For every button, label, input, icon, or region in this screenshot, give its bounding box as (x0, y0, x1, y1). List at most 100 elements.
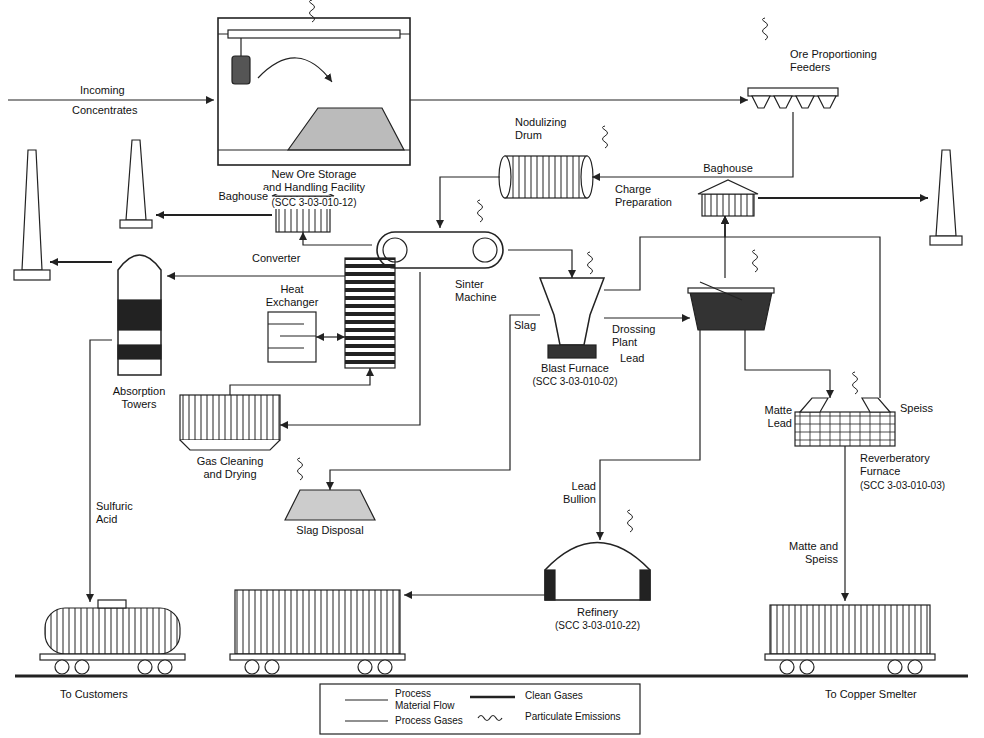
process-unit: Baghouse (272, 182, 334, 232)
process-unit: Ore Proportioning Feeders (748, 88, 838, 112)
annotation: To Customers (60, 688, 180, 701)
dross-kettle (688, 288, 774, 293)
unit-label: Refinery (545, 606, 650, 619)
particulate-emission (298, 458, 303, 480)
nodulizing-drum (581, 156, 593, 198)
flow-line (725, 216, 880, 398)
flow-arrow (404, 594, 545, 595)
dross-kettle (700, 282, 742, 300)
storage-building (232, 56, 250, 84)
particulate-emission (628, 510, 633, 532)
proportioning-feeders (748, 88, 838, 96)
flow-line (330, 315, 540, 490)
particulate-emission (763, 18, 768, 40)
process-unit: Refinery(SCC 3-03-010-22) (545, 540, 650, 600)
process-unit: Blast Furnace(SCC 3-03-010-02) (540, 278, 604, 358)
baghouse (702, 194, 754, 216)
sinter-machine (377, 232, 503, 268)
dross-kettle (690, 292, 772, 330)
particulate-emission (478, 200, 483, 222)
absorption-tower (118, 255, 161, 375)
unit-label: (SCC 3-03-010-02) (525, 376, 625, 388)
storage-building (218, 18, 410, 165)
heat-exchanger (268, 347, 304, 348)
nodulizing-drum (499, 156, 593, 198)
flow-label: Lead (620, 352, 660, 365)
rail-cars (888, 660, 902, 674)
unit-label: Converter (252, 252, 322, 265)
storage-building (228, 30, 400, 38)
dross-kettle (688, 282, 774, 330)
proportioning-feeders (752, 96, 770, 108)
flow-line (604, 216, 725, 290)
unit-label: Drossing Plant (612, 323, 672, 349)
unit-label: Baghouse (216, 190, 268, 203)
unit-label: Blast Furnace (525, 362, 625, 375)
legend-entry: Process Gases (395, 715, 465, 727)
unit-label: Heat Exchanger (262, 283, 322, 309)
heat-exchanger (268, 323, 304, 324)
proportioning-feeders (818, 96, 836, 108)
clean-gas-arrow (50, 261, 112, 263)
process-unit: Drossing Plant (690, 278, 772, 330)
storage-building (218, 149, 410, 150)
refinery-kettle (545, 543, 650, 601)
absorption-tower (118, 255, 161, 375)
flow-line (440, 177, 500, 228)
storage-building (288, 108, 404, 150)
particulate-emission (310, 0, 315, 22)
flow-line (167, 275, 345, 276)
rail-cars (800, 660, 814, 674)
legend-sample (478, 716, 502, 721)
process-unit: Nodulizing Drum (500, 152, 592, 202)
particulate-emission (298, 0, 858, 532)
blast-furnace (540, 278, 604, 345)
unit-label: Ore Proportioning Feeders (790, 48, 890, 74)
unit-label: (SCC 3-03-010-12) (262, 197, 366, 209)
unit-label: (SCC 3-03-010-22) (545, 620, 650, 632)
clean-gas-arrow (156, 214, 272, 216)
unit-label: (SCC 3-03-010-03) (860, 480, 960, 492)
unit-label: Sinter Machine (455, 278, 507, 304)
rail-cars (230, 654, 405, 660)
converter-tower (345, 258, 395, 368)
flow-arrow (8, 99, 214, 100)
unit-label: Slag Disposal (290, 524, 370, 537)
slag-pile (285, 490, 375, 520)
legend-sample (345, 699, 388, 700)
rail-cars (15, 675, 968, 678)
legend-entry: Particulate Emissions (525, 711, 625, 723)
rail-cars (358, 660, 372, 674)
flow-line (303, 232, 372, 245)
reverberatory-furnace (795, 398, 895, 446)
reverberatory-furnace (800, 398, 828, 412)
rail-cars (45, 608, 180, 654)
slag-pile (285, 490, 375, 520)
stack (936, 150, 956, 236)
legend-entry: Process Material Flow (395, 688, 465, 712)
annotation: To Copper Smelter (825, 688, 955, 701)
reverberatory-furnace (862, 398, 890, 412)
sinter-machine (377, 232, 503, 268)
heat-exchanger (268, 312, 316, 362)
flow-label: Slag (514, 319, 544, 332)
annotation: Matte and Speiss (760, 540, 838, 566)
unit-label: New Ore Storage and Handling Facility (262, 168, 366, 194)
legend-box (320, 684, 640, 734)
unit-label: Reverberatory Furnace (860, 452, 940, 478)
legend-box (320, 684, 640, 734)
rail-cars (770, 605, 930, 654)
stack (126, 140, 146, 220)
blast-furnace (548, 345, 596, 358)
flow-arrow (90, 340, 112, 602)
refinery-kettle (545, 543, 650, 601)
absorption-tower (118, 345, 161, 359)
flow-line (230, 368, 370, 395)
annotation: Sulfuric Acid (96, 500, 156, 526)
unit-label: Gas Cleaning and Drying (190, 455, 270, 481)
stack (930, 236, 962, 245)
flow-line (592, 112, 793, 177)
flow-arrow (8, 100, 845, 602)
heat-exchanger (268, 312, 316, 362)
